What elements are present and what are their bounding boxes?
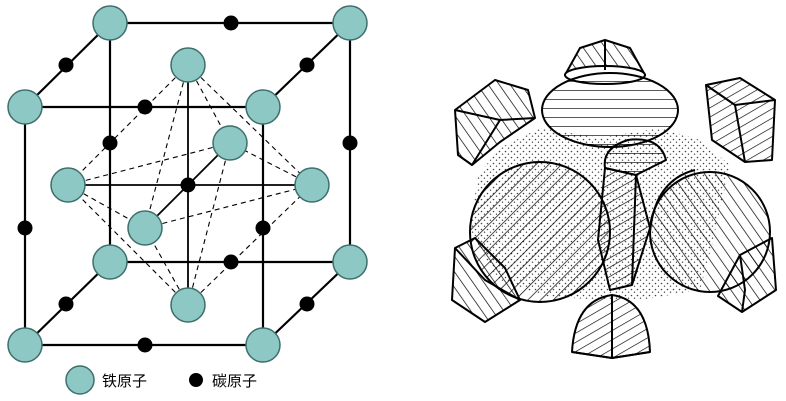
iron-atom (170, 287, 206, 323)
bottom-corner-wedge (571, 294, 651, 359)
iron-atom (7, 89, 43, 125)
iron-atom (7, 327, 43, 363)
iron-atom (294, 167, 330, 203)
iron-atom (170, 47, 206, 83)
carbon-atom (137, 337, 153, 353)
center-sphere-cap (603, 138, 667, 176)
carbon-atom (299, 57, 315, 73)
carbon-atom (223, 254, 239, 270)
iron-atom (92, 5, 128, 41)
legend-carbon-icon (189, 373, 203, 387)
bottom-right-corner-wedge (717, 237, 777, 313)
iron-atom (212, 125, 248, 161)
carbon-atom (58, 57, 74, 73)
carbon-atom (299, 296, 315, 312)
legend-iron-label: 铁原子 (102, 372, 147, 390)
top-face-sphere (541, 72, 679, 148)
sphere-packing-diagram (451, 39, 777, 359)
iron-atom (50, 167, 86, 203)
iron-atom (92, 244, 128, 280)
carbon-atom (255, 220, 271, 236)
carbon-atom (180, 177, 196, 193)
legend: 铁原子 碳原子 (65, 365, 257, 395)
legend-iron-icon (65, 365, 95, 395)
legend-carbon-label: 碳原子 (212, 372, 257, 390)
carbon-atoms (17, 15, 358, 353)
carbon-atom (17, 220, 33, 236)
center-wedge (597, 167, 651, 291)
carbon-atom (137, 99, 153, 115)
lattice-diagram: 铁原子 碳原子 (7, 5, 368, 395)
carbon-atom (58, 296, 74, 312)
bottom-left-corner-wedge (451, 237, 521, 323)
iron-atom (332, 244, 368, 280)
carbon-atom (342, 135, 358, 151)
iron-atom (332, 5, 368, 41)
iron-atoms (7, 5, 368, 363)
carbon-atom (223, 15, 239, 31)
iron-atom (127, 210, 163, 246)
top-left-corner-wedge (454, 79, 536, 166)
iron-atom (245, 89, 281, 125)
carbon-atom (102, 135, 118, 151)
iron-atom (245, 327, 281, 363)
top-right-corner-wedge (705, 77, 776, 163)
